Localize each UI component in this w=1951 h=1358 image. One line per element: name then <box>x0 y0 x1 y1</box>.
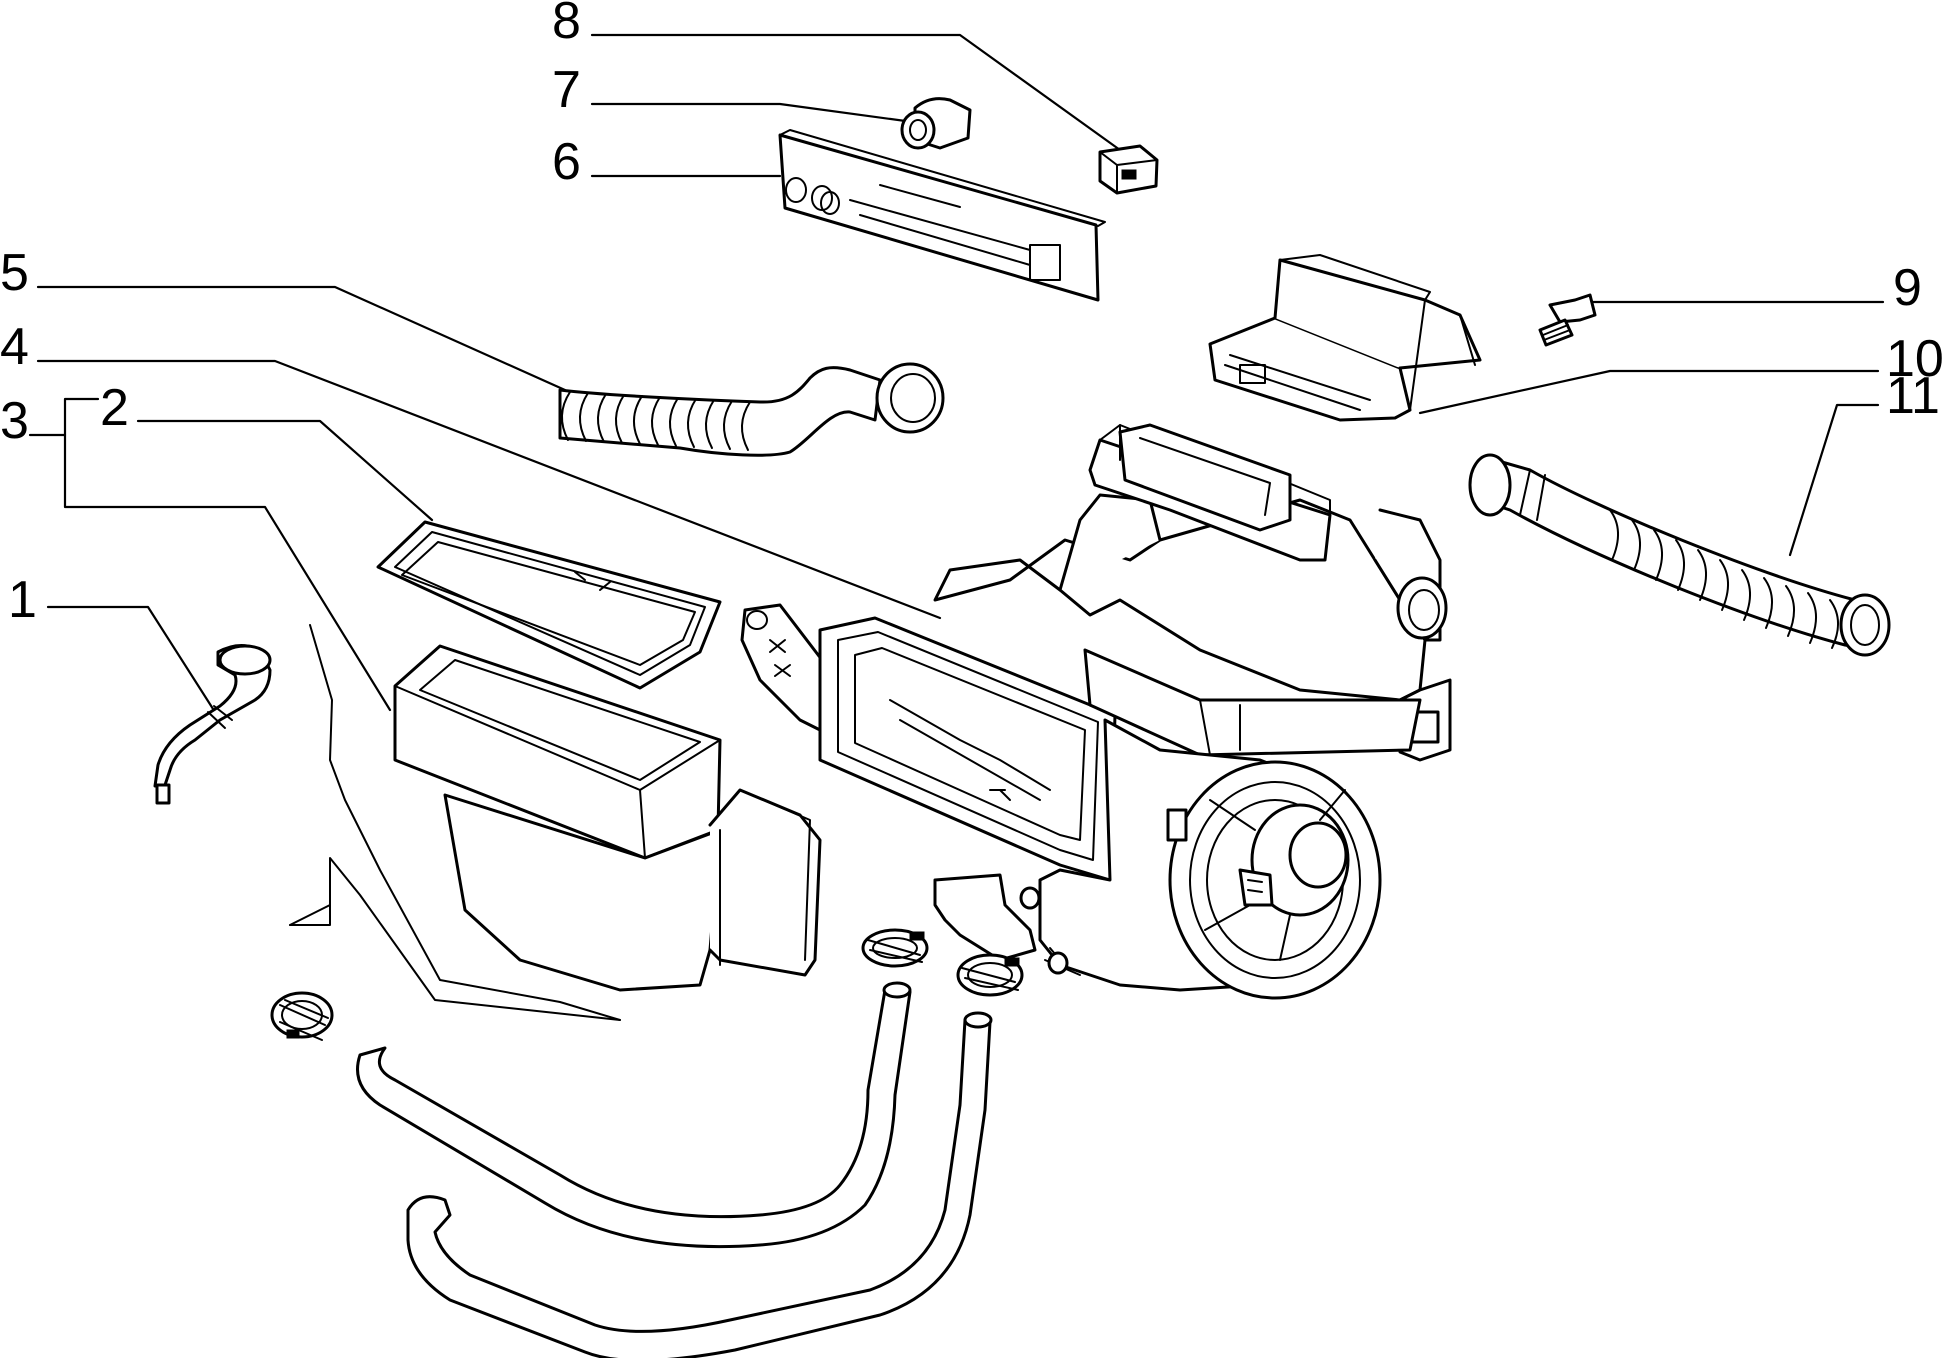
callout-number-4: 4 <box>0 318 29 376</box>
leader-line-8 <box>590 33 1122 152</box>
hose-clamps <box>270 928 1024 1041</box>
hose-clamp-left <box>270 991 334 1041</box>
part-7-knob <box>900 97 972 150</box>
coolant-hose-right <box>406 1018 992 1358</box>
leader-line-5 <box>36 285 567 392</box>
callout-number-1: 1 <box>8 571 37 629</box>
part-3-housing-box <box>393 644 822 992</box>
leader-line-10 <box>1418 369 1880 415</box>
part-10-air-duct <box>1208 254 1482 422</box>
leader-line-1 <box>46 605 217 714</box>
part-8-connector <box>1098 144 1159 195</box>
callout-number-5: 5 <box>0 244 29 302</box>
callout-number-3: 3 <box>0 392 29 450</box>
callout-number-9: 9 <box>1893 259 1922 317</box>
hose-clamp-center <box>861 928 929 968</box>
coolant-hose-left <box>356 988 912 1249</box>
part-11-corrugated-hose <box>1468 453 1891 657</box>
part-6-control-panel <box>778 129 1106 302</box>
leader-line-4 <box>36 359 942 620</box>
part-4-heater-body <box>740 423 1452 1000</box>
leader-lines <box>28 33 1885 714</box>
leader-line-7 <box>590 102 922 125</box>
part-5-corrugated-hose <box>558 362 945 457</box>
leader-line-3-bracket <box>63 397 392 712</box>
hose-clamp-right <box>956 953 1024 997</box>
callout-number-7: 7 <box>552 61 581 119</box>
part-9-screw <box>1538 293 1597 347</box>
detail-lines <box>289 877 331 926</box>
callout-number-10: 10 <box>1886 330 1944 388</box>
coolant-hoses <box>356 981 993 1358</box>
callout-number-2: 2 <box>100 379 129 437</box>
callout-number-6: 6 <box>552 133 581 191</box>
callout-number-11: 11 <box>1886 367 1940 425</box>
callout-number-8: 8 <box>552 0 581 50</box>
leader-line-2 <box>136 419 434 522</box>
part-3-bracket-lines <box>289 624 621 1021</box>
part-1-drain-tube <box>153 644 272 805</box>
leader-line-11 <box>1788 403 1880 557</box>
part-2-gasket-frame <box>376 520 722 690</box>
